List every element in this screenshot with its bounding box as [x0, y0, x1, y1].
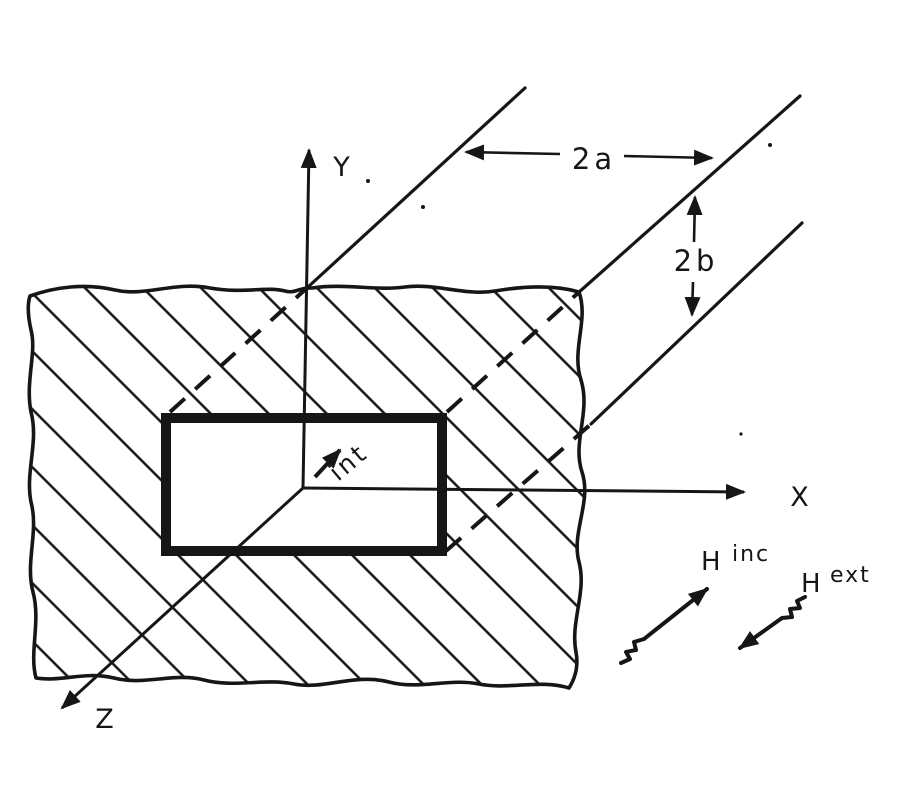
external-field-label: H ext	[801, 563, 871, 599]
y-axis	[300, 148, 317, 489]
z-axis-label: Z	[95, 704, 115, 735]
z-axis	[60, 486, 305, 710]
ink-speck	[421, 205, 425, 209]
waveguide-edge-bottom-right-solid	[589, 221, 804, 426]
x-axis-label: X	[790, 482, 810, 513]
ink-speck	[768, 143, 772, 147]
dim-2b-arrow-up	[686, 195, 703, 243]
waveguide-edge-top-right-dashed	[445, 291, 580, 414]
incident-field-superscript: inc	[732, 542, 770, 567]
incident-field-arrow	[619, 587, 709, 665]
ink-speck	[739, 432, 743, 436]
dim-2b-label: 2b	[674, 244, 719, 278]
x-axis	[302, 483, 746, 500]
external-field-superscript: ext	[830, 563, 871, 588]
ink-speck	[366, 179, 370, 183]
internal-field-arrow	[313, 448, 342, 479]
y-axis-label: Y	[332, 152, 351, 183]
dim-2b-arrow-down	[684, 281, 701, 317]
waveguide-edge-top-right-solid	[576, 94, 802, 295]
external-field-arrow	[738, 595, 807, 650]
dim-2a-label: 2a	[572, 142, 616, 176]
external-field-base: H	[801, 569, 821, 599]
dim-2a-arrow-left	[464, 144, 561, 161]
incident-field-base: H	[701, 547, 721, 577]
conducting-screen-outline	[26, 284, 587, 690]
waveguide-edge-top-left-solid	[306, 86, 527, 289]
dim-2a-arrow-right	[623, 149, 714, 166]
waveguide-edge-top-left-dashed	[168, 285, 310, 414]
incident-field-label: H inc	[701, 542, 770, 577]
